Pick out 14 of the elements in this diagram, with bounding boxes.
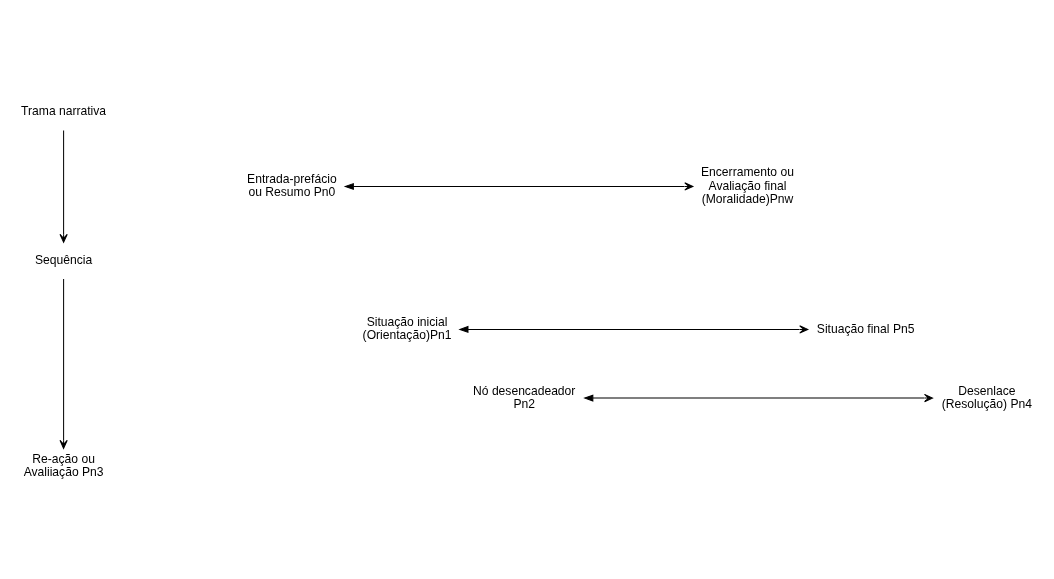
node-text: Situação inicial (Orientação)Pn1 <box>362 314 452 343</box>
node-text: Nó desencadeador Pn2 <box>473 383 576 411</box>
node-text: Re-ação ou Avaliiação Pn3 <box>23 452 104 480</box>
arrow <box>583 393 934 403</box>
node-text: Situação final Pn5 <box>816 321 915 336</box>
arrow <box>343 182 694 191</box>
node-text: Trama narrativa <box>21 104 107 119</box>
node-text: Encerramento ou Avaliação final (Moralidade)Pnw <box>701 165 794 206</box>
arrow <box>59 130 68 243</box>
arrow <box>458 325 809 334</box>
node-text: Desenlace (Resolução) Pn4 <box>941 383 1032 411</box>
node-text: Entrada-prefácio ou Resumo Pn0 <box>247 172 337 200</box>
node-text: Sequência <box>34 252 93 267</box>
arrow <box>59 278 68 449</box>
